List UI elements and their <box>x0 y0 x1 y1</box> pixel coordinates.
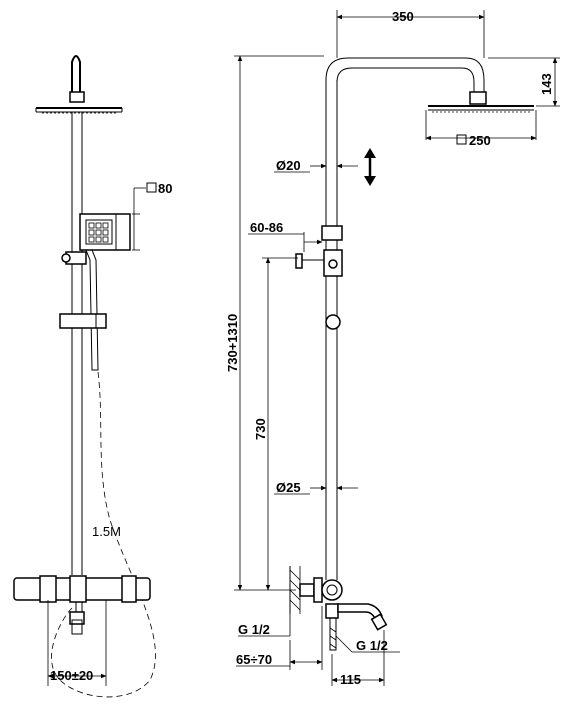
front-shower-hose <box>51 371 156 698</box>
front-holder-clamp <box>61 251 87 265</box>
side-view: 250 350 143 730+1310 Ø20 <box>225 9 560 687</box>
head-height-dimension <box>488 57 560 107</box>
lower-height-dimension <box>262 257 298 591</box>
side-mixer <box>299 577 388 651</box>
lower-pipe-diameter-label: Ø25 <box>276 480 301 495</box>
spout-length-label: 115 <box>340 672 361 687</box>
upper-pipe-diameter-label: Ø20 <box>276 158 301 173</box>
hose-length-label: 1.5M <box>92 524 121 539</box>
front-gooseneck <box>71 55 81 100</box>
front-hand-shower-handle <box>85 249 99 371</box>
lower-pipe-diameter-dimension <box>274 485 358 495</box>
center-distance-label: 150±20 <box>50 668 93 683</box>
front-shower-head <box>35 91 123 114</box>
front-center-distance-dimension <box>47 600 107 686</box>
side-shower-head <box>425 105 537 141</box>
arm-width-dimension <box>336 10 485 58</box>
front-view: 80 1.5M 150±20 <box>13 55 172 698</box>
wall-distance-dimension <box>236 606 323 670</box>
inlet-left-label: G 1/2 <box>238 622 270 637</box>
side-head-square-symbol <box>456 134 467 145</box>
arm-width-label: 350 <box>392 9 414 24</box>
front-head-dimension <box>132 182 157 251</box>
inlet-left-leader <box>238 614 291 637</box>
front-hand-shower-head <box>79 213 131 251</box>
holder-range-label: 60-86 <box>250 220 283 235</box>
wall-distance-label: 65÷70 <box>236 652 272 667</box>
outlet-right-label: G 1/2 <box>356 638 388 653</box>
head-height-label: 143 <box>539 73 554 95</box>
side-top-arm-outer <box>325 57 485 94</box>
side-head-size-label: 250 <box>469 133 491 148</box>
front-head-size-label: 80 <box>158 181 172 196</box>
side-slide-ball <box>325 314 341 330</box>
height-adjust-arrow <box>364 148 376 186</box>
outlet-right-leader <box>335 635 400 653</box>
lower-height-label: 730 <box>253 418 268 440</box>
total-height-label: 730+1310 <box>225 314 240 372</box>
upper-pipe-diameter-dimension <box>274 163 358 173</box>
side-holder <box>248 225 343 277</box>
side-top-arm-inner <box>336 67 475 94</box>
total-height-dimension <box>234 55 324 591</box>
front-slide-bar <box>59 313 107 329</box>
spout-length-dimension <box>331 630 385 686</box>
side-head-connector <box>469 91 487 105</box>
front-mixer-body <box>13 575 151 635</box>
